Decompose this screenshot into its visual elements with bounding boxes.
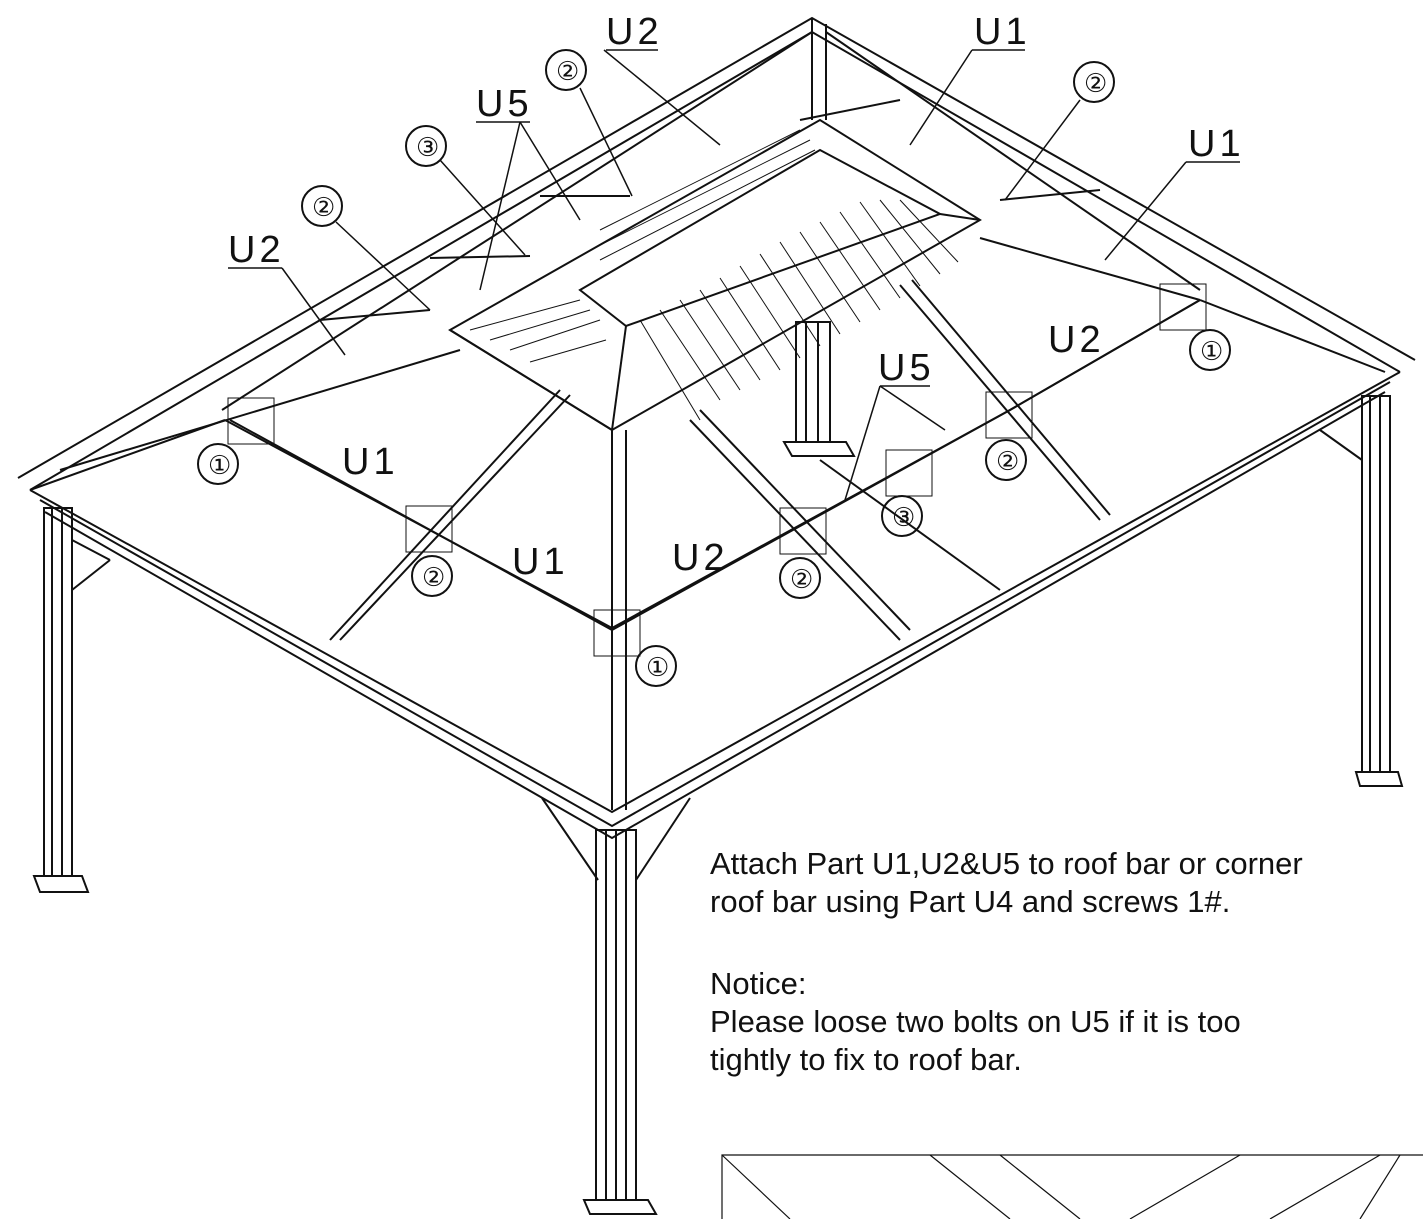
instructions-block: Attach Part U1,U2&U5 to roof bar or corn… xyxy=(710,845,1423,1079)
marker-two: ② xyxy=(1073,61,1115,103)
notice-line: Please loose two bolts on U5 if it is to… xyxy=(710,1004,1241,1039)
instruction-line: roof bar using Part U4 and screws 1#. xyxy=(710,884,1231,919)
label-u5: U5 xyxy=(476,83,533,125)
marker-three: ③ xyxy=(405,125,447,167)
label-u1: U1 xyxy=(1188,123,1245,165)
spacer xyxy=(710,921,1423,965)
marker-two-text: ② xyxy=(996,447,1019,477)
marker-one: ① xyxy=(635,645,677,687)
marker-two: ② xyxy=(301,185,343,227)
label-u2: U2 xyxy=(228,229,285,271)
detail-box xyxy=(593,609,641,657)
label-u1: U1 xyxy=(512,541,569,583)
leg-front xyxy=(541,797,691,1215)
leg-left xyxy=(32,507,111,893)
detail-box xyxy=(779,507,827,555)
marker-one-text: ① xyxy=(1200,337,1223,367)
notice-title: Notice: xyxy=(710,966,807,1001)
leader-lines xyxy=(228,49,1240,501)
label-u5: U5 xyxy=(878,347,935,389)
label-u2: U2 xyxy=(1048,319,1105,361)
marker-one-text: ① xyxy=(208,451,231,481)
detail-boxes xyxy=(227,283,1207,657)
label-u1: U1 xyxy=(342,441,399,483)
marker-two: ② xyxy=(545,49,587,91)
marker-two: ② xyxy=(985,439,1027,481)
detail-box xyxy=(405,505,453,553)
detail-box xyxy=(985,391,1033,439)
marker-three-text: ③ xyxy=(416,133,439,163)
marker-one: ① xyxy=(1189,329,1231,371)
label-u1: U1 xyxy=(974,11,1031,53)
hardtop-roof xyxy=(448,118,982,432)
marker-two-text: ② xyxy=(556,57,579,87)
step-markers: ② ② ③ ② ① ① ② ③ xyxy=(197,49,1231,687)
detail-box xyxy=(885,449,933,497)
label-u2: U2 xyxy=(606,11,663,53)
leg-back xyxy=(782,321,856,457)
marker-two-text: ② xyxy=(790,565,813,595)
support-bars xyxy=(59,99,1201,810)
notice-line: tightly to fix to roof bar. xyxy=(710,1042,1022,1077)
leg-right xyxy=(1319,395,1404,787)
marker-one-text: ① xyxy=(646,653,669,683)
part-labels: U2 U1 U1 U5 U2 U2 U5 U1 U1 U2 xyxy=(228,11,1245,583)
detail-box xyxy=(227,397,275,445)
marker-three-text: ③ xyxy=(892,503,915,533)
inset-drawing xyxy=(721,1154,1423,1219)
marker-two-text: ② xyxy=(422,563,445,593)
detail-box xyxy=(1159,283,1207,331)
marker-two-text: ② xyxy=(312,193,335,223)
marker-two-text: ② xyxy=(1084,69,1107,99)
marker-one: ① xyxy=(197,443,239,485)
legs xyxy=(32,321,1404,1215)
label-u2: U2 xyxy=(672,537,729,579)
instruction-line: Attach Part U1,U2&U5 to roof bar or corn… xyxy=(710,846,1303,881)
marker-two: ② xyxy=(779,557,821,599)
marker-three: ③ xyxy=(881,495,923,537)
marker-two: ② xyxy=(411,555,453,597)
